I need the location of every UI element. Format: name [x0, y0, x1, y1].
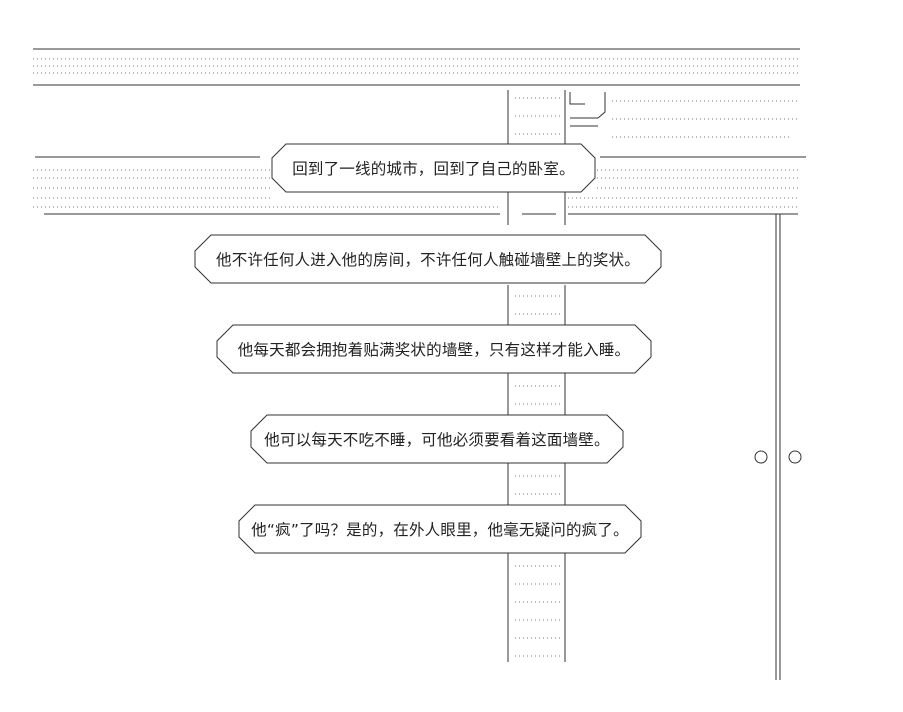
caption-text-4: 他可以每天不吃不睡，可他必须要看着这面墙壁。 — [264, 431, 610, 449]
dotted-hatching — [33, 58, 800, 657]
caption-text-3: 他每天都会拥抱着贴满奖状的墙壁，只有这样才能入睡。 — [237, 341, 631, 359]
caption-box-2: 他不许任何人进入他的房间，不许任何人触碰墙壁上的奖状。 — [194, 234, 662, 284]
caption-box-4: 他可以每天不吃不睡，可他必须要看着这面墙壁。 — [250, 414, 624, 464]
bracket-1 — [569, 92, 585, 105]
caption-box-1: 回到了一线的城市，回到了自己的卧室。 — [271, 143, 596, 193]
caption-box-3: 他每天都会拥抱着贴满奖状的墙壁，只有这样才能入睡。 — [216, 324, 652, 374]
caption-text-1: 回到了一线的城市，回到了自己的卧室。 — [292, 160, 575, 178]
caption-box-5: 他“疯”了吗？是的，在外人眼里，他毫无疑问的疯了。 — [238, 504, 642, 554]
bracket-2 — [570, 92, 606, 119]
caption-text-5: 他“疯”了吗？是的，在外人眼里，他毫无疑问的疯了。 — [251, 521, 629, 539]
right-circle — [788, 450, 802, 464]
caption-text-2: 他不许任何人进入他的房间，不许任何人触碰墙壁上的奖状。 — [216, 251, 640, 269]
left-circle — [754, 450, 768, 464]
